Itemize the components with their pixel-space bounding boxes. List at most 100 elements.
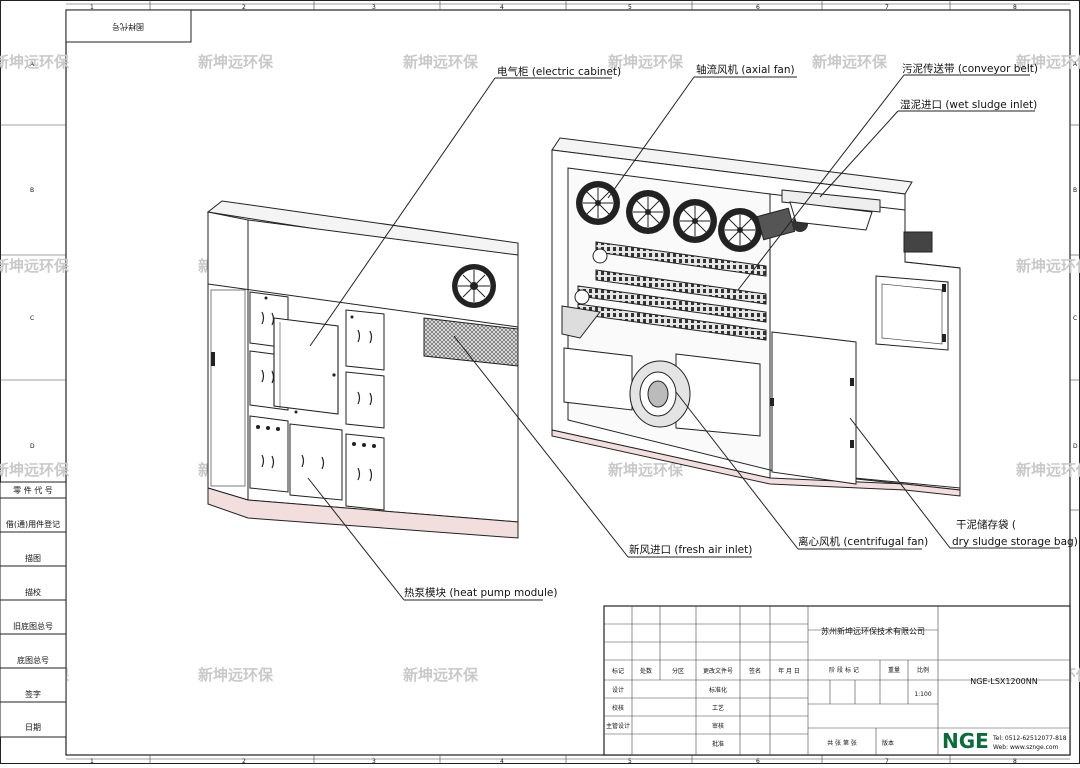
lower-bay [563, 347, 633, 411]
old-base-no-label: 旧底图总号 [13, 621, 53, 631]
watermark: 新坤远环保 [812, 53, 888, 71]
header-mark: 标记 [612, 667, 624, 675]
row-letter-d: D [30, 443, 35, 450]
callout-heat-pump-module: 热泵模块 (heat pump module) [404, 586, 557, 599]
title-block: 苏州新坤远环保技术有限公司 标记 处数 分区 更改文件号 签名 年 月 日 设计… [603, 605, 1071, 756]
watermark: 新坤远环保 [403, 666, 479, 684]
wet-sludge-inlet [781, 189, 881, 213]
bottom-zone-ruler: 1 2 3 4 5 6 7 8 [66, 755, 1070, 765]
col-num-2: 2 [242, 4, 246, 11]
electric-cabinet [273, 317, 339, 415]
scale-value: 1:100 [914, 691, 931, 698]
side-hatch [875, 275, 949, 351]
col-num-3: 3 [372, 4, 376, 11]
chief-design-label: 主管设计 [606, 722, 630, 730]
col-num-6-bottom: 6 [756, 758, 760, 764]
inner-frame [65, 9, 1071, 756]
weight-label: 重量 [888, 666, 900, 674]
callout-wet-sludge-inlet: 湿泥进口 (wet sludge inlet) [900, 98, 1037, 111]
date-label: 日期 [25, 723, 41, 732]
review-label: 审核 [712, 722, 724, 730]
axial-fan-top [452, 264, 496, 308]
unit-base [207, 487, 519, 539]
conveyor-belts [574, 241, 767, 341]
row-letter-c-right: C [1073, 315, 1077, 322]
part-code-label: 零 件 代 号 [13, 485, 53, 495]
callout-dry-sludge-bag-2: dry sludge storage bag) [952, 536, 1078, 548]
header-date: 年 月 日 [778, 667, 800, 675]
col-num-7: 7 [885, 4, 889, 11]
callout-axial-fan: 轴流风机 (axial fan) [696, 63, 795, 76]
fresh-air-grill [423, 317, 519, 367]
header-zone: 分区 [672, 667, 684, 675]
side-door [210, 289, 246, 487]
door-handle [211, 352, 215, 366]
watermark: 新坤远环保 [403, 53, 479, 71]
col-num-7-bottom: 7 [885, 758, 889, 764]
dry-sludge-door [771, 331, 857, 485]
watermark: 新坤远环保 [0, 53, 70, 71]
callout-dry-sludge-bag-1: 干泥储存袋 ( [956, 518, 1016, 531]
row-letter-a: A [30, 61, 35, 68]
contact-tel: Tel: 0512-62512077-818 [992, 735, 1067, 742]
watermark: 新坤远环保 [1016, 461, 1080, 479]
base-no-label: 底图总号 [17, 655, 49, 665]
scale-label: 比例 [917, 666, 929, 674]
sludge-dryer-unit [551, 137, 961, 497]
version-label: 版本 [882, 739, 894, 747]
check-trace-label: 描校 [25, 587, 41, 597]
watermark: 新坤远环保 [1016, 257, 1080, 275]
header-signature: 签名 [749, 667, 761, 675]
watermark: 新坤远环保 [198, 666, 274, 684]
row-letter-a-right: A [1073, 61, 1078, 68]
watermark: 新坤远环保 [0, 461, 70, 479]
col-num-2-bottom: 2 [242, 758, 246, 764]
col-num-6: 6 [756, 4, 760, 11]
row-letter-b: B [30, 187, 34, 194]
drawing-number: NGE-LSX1200NN [970, 677, 1037, 686]
centrifugal-fan [629, 360, 691, 428]
watermark: 新坤远环保 [1016, 53, 1080, 71]
process-label: 工艺 [712, 704, 724, 712]
col-num-1-bottom: 1 [90, 758, 94, 764]
trace-label: 描图 [25, 553, 41, 563]
company-logo: NGE [942, 729, 989, 753]
sheets-label: 共 张 第 张 [827, 739, 857, 747]
standardization-label: 标准化 [709, 686, 727, 694]
heat-pump-panels [249, 291, 385, 511]
callout-electric-cabinet: 电气柜 (electric cabinet) [497, 65, 621, 78]
header-count: 处数 [640, 667, 652, 675]
watermark: 新坤远环保 [0, 257, 70, 275]
drawing-code-label: 图样代号 [112, 22, 144, 32]
signature-label: 签字 [25, 689, 41, 699]
col-num-8: 8 [1013, 4, 1017, 11]
motor-gearbox [756, 207, 933, 253]
discharge-chute [561, 305, 601, 339]
col-num-3-bottom: 3 [372, 758, 376, 764]
header-change-doc: 更改文件号 [703, 667, 733, 675]
watermark: 新坤远环保 [608, 461, 684, 479]
col-num-5-bottom: 5 [628, 758, 632, 764]
approve-label: 批准 [712, 740, 724, 748]
axial-fans [576, 181, 762, 252]
col-num-4-bottom: 4 [500, 758, 504, 764]
row-letter-b-right: B [1073, 187, 1077, 194]
proofread-label: 校核 [612, 704, 624, 712]
design-label: 设计 [612, 686, 624, 694]
left-zone-ruler: A B C D A B C D [0, 61, 1080, 511]
callout-fresh-air-inlet: 新风进口 (fresh air inlet) [629, 543, 752, 556]
heat-pump-unit [206, 200, 519, 539]
col-num-8-bottom: 8 [1013, 758, 1017, 764]
dryer-base [551, 429, 961, 497]
company-name: 苏州新坤远环保技术有限公司 [821, 626, 925, 636]
callout-conveyor-belt: 污泥传送带 (conveyor belt) [902, 62, 1038, 75]
leader-lines [307, 74, 1060, 601]
callout-centrifugal-fan: 离心风机 (centrifugal fan) [798, 535, 928, 548]
inlet-hopper [789, 201, 873, 231]
col-num-5: 5 [628, 4, 632, 11]
col-num-4: 4 [500, 4, 504, 11]
left-revision-panel: 零 件 代 号 借(通)用件登记 描图 描校 旧底图总号 底图总号 签字 日期 [0, 481, 67, 738]
col-num-1: 1 [90, 4, 94, 11]
row-letter-c: C [30, 315, 34, 322]
